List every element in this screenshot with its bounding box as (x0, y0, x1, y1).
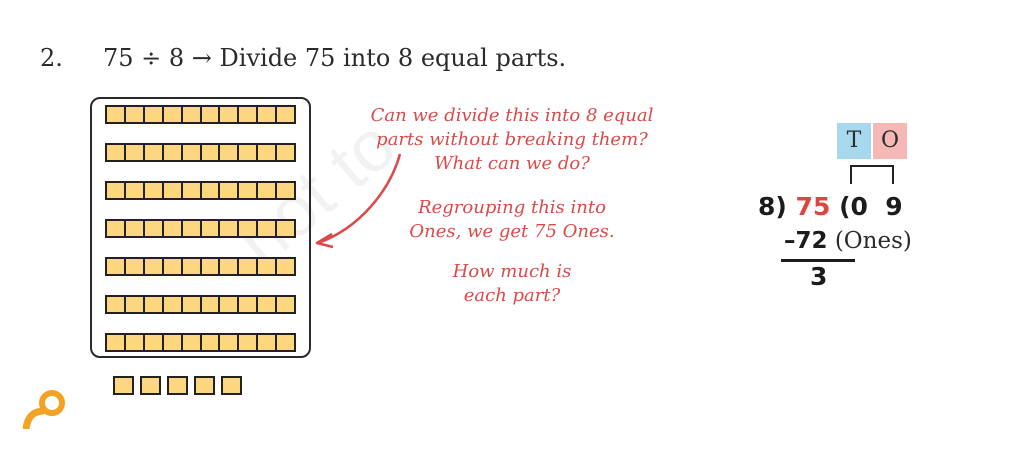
ones-cube (221, 376, 242, 395)
logo-icon (22, 390, 65, 429)
ones-cube (113, 376, 134, 395)
tens-rod (105, 105, 296, 124)
remainder: 3 (810, 262, 828, 291)
tens-rods-frame (90, 97, 311, 358)
unit-label: (Ones) (834, 228, 912, 254)
tens-rod (105, 219, 296, 238)
ones-cube (140, 376, 161, 395)
tens-rod (105, 181, 296, 200)
dividend: 75 (795, 192, 831, 221)
place-value-bracket (850, 165, 894, 184)
question-number: 2. (40, 44, 63, 72)
tens-rod (105, 257, 296, 276)
division-line: 8) 75 (0 9 (758, 192, 903, 221)
curved-arrow-icon (315, 153, 402, 249)
subtrahend: –72 (784, 228, 828, 254)
tens-rod (105, 143, 296, 162)
ones-cube (167, 376, 188, 395)
ones-cubes (113, 376, 242, 395)
tens-header: T (837, 123, 871, 159)
callout-line: Ones, we get 75 Ones. (409, 221, 615, 242)
subtraction-rule (781, 259, 855, 262)
divisor: 8) (758, 192, 787, 221)
callout-line: What can we do? (434, 153, 590, 174)
callout-line: Can we divide this into 8 equal (370, 105, 654, 126)
callout-line: parts without breaking them? (376, 129, 648, 150)
question-text: 75 ÷ 8 → Divide 75 into 8 equal parts. (103, 44, 567, 72)
callout-line: each part? (463, 285, 561, 306)
question-callout: Can we divide this into 8 equal parts wi… (362, 104, 662, 176)
subtraction-line: –72 (Ones) (784, 228, 912, 254)
callout-line: How much is (452, 261, 572, 282)
regroup-callout: Regrouping this into Ones, we get 75 One… (402, 196, 622, 244)
tens-rod (105, 295, 296, 314)
tens-rod (105, 333, 296, 352)
callout-line: Regrouping this into (418, 197, 606, 218)
ones-cube (194, 376, 215, 395)
each-part-callout: How much is each part? (412, 260, 612, 308)
quotient: (0 9 (839, 192, 903, 221)
ones-header: O (873, 123, 907, 159)
